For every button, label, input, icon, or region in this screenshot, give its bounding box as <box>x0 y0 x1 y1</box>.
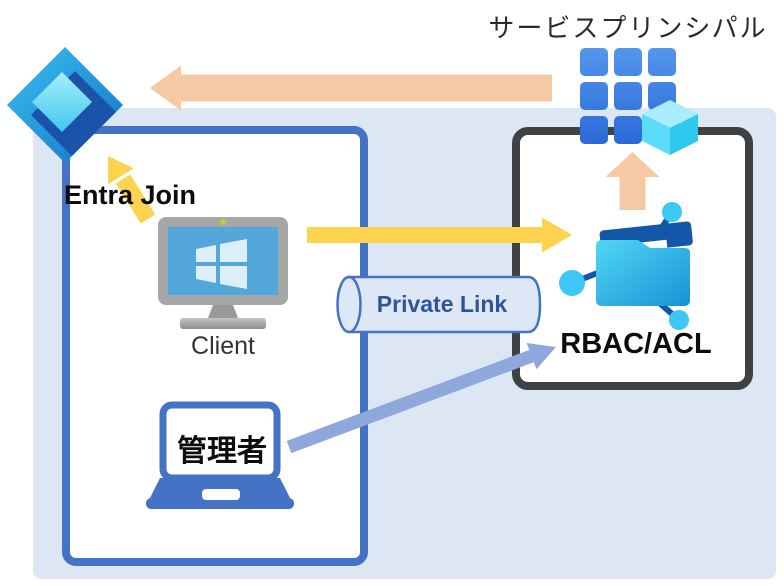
service-principal-label: サービスプリンシパル <box>488 13 768 43</box>
windows-desktop-icon <box>158 217 288 329</box>
cube-icon <box>642 100 698 155</box>
rbac-acl-label: RBAC/ACL <box>560 328 712 360</box>
entra-join-label: Entra Join <box>64 180 197 210</box>
service-principal-icon <box>580 48 698 155</box>
private-link-label: Private Link <box>376 291 508 317</box>
windows-logo-icon <box>196 239 247 289</box>
sp-to-entra-arrow <box>150 65 552 111</box>
entra-id-icon <box>7 47 123 163</box>
laptop-icon <box>146 401 294 513</box>
admin-label: 管理者 <box>177 435 267 468</box>
client-label: Client <box>191 332 255 360</box>
webcam-dot-icon <box>220 219 226 225</box>
data-lake-storage-icon <box>559 202 693 330</box>
